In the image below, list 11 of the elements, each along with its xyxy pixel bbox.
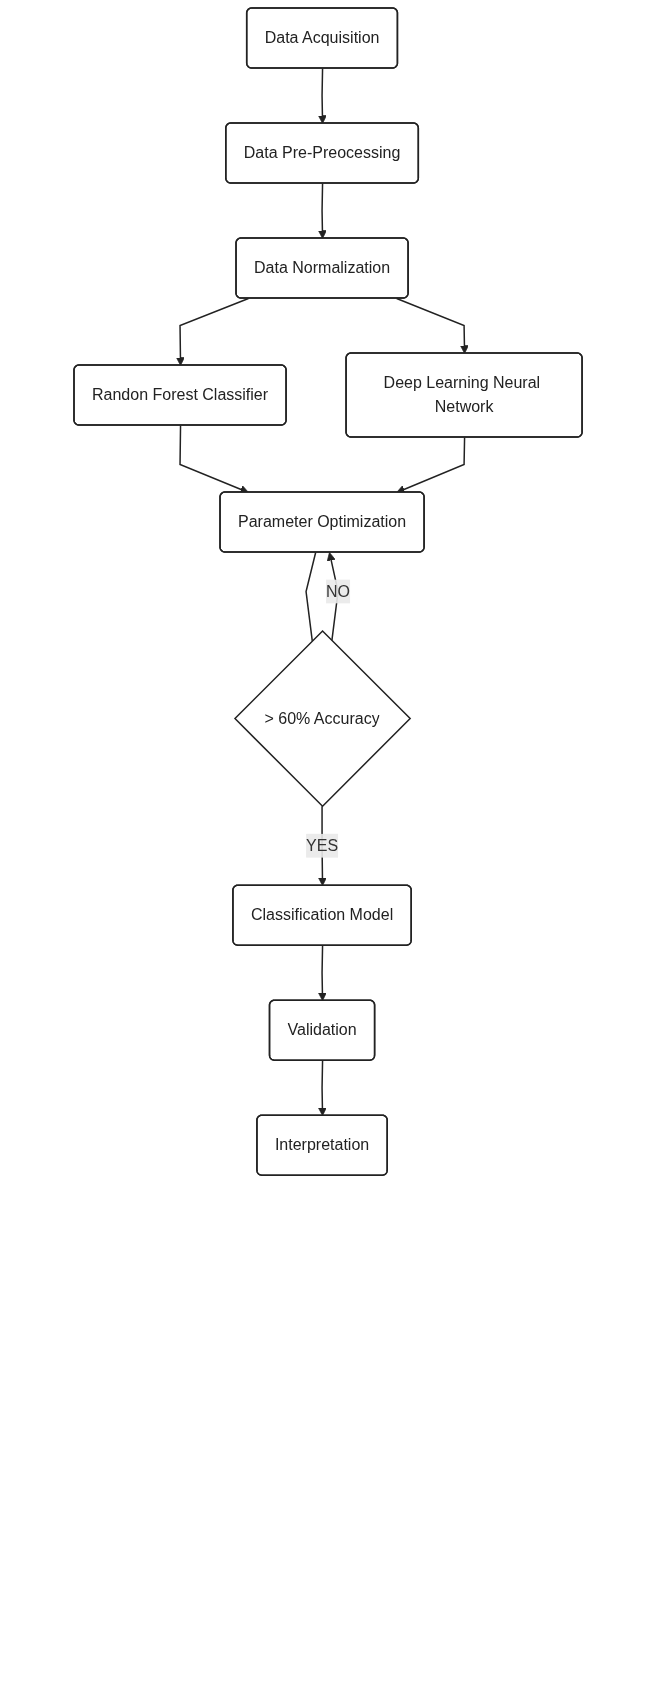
arrow: [176, 297, 250, 366]
edge-label: NO: [326, 582, 351, 600]
edge-label: YES: [306, 836, 339, 854]
arrow: [318, 944, 328, 1002]
arrow: [318, 67, 328, 124]
node-diamond: > 60% Accuracy: [234, 629, 412, 808]
arrow: [318, 182, 328, 239]
arrow: [396, 297, 470, 354]
arrow: [396, 436, 466, 494]
arrow: [318, 1059, 328, 1117]
connector: [305, 551, 317, 642]
